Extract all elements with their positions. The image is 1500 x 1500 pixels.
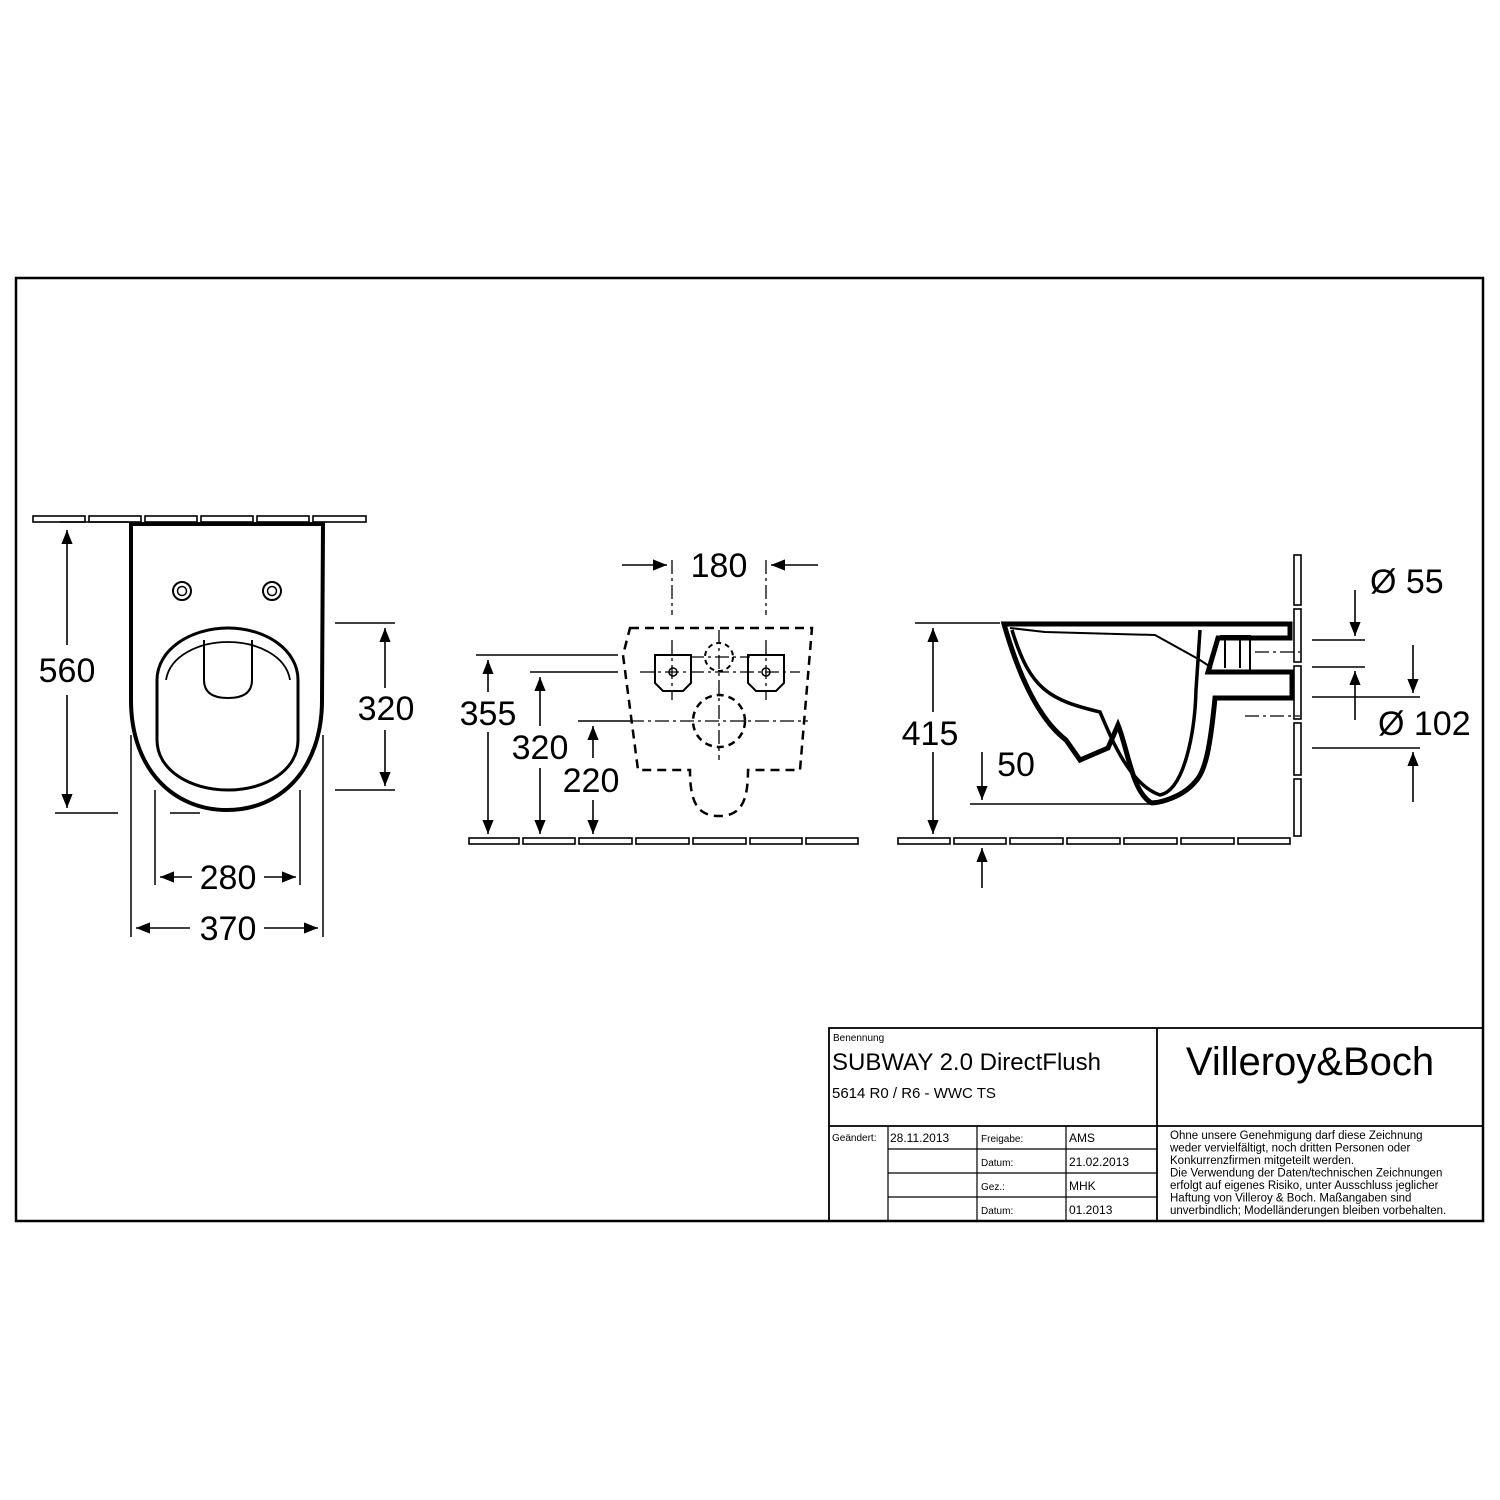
dim-fixing-distance: 180 bbox=[691, 547, 748, 585]
date-value-1: 21.02.2013 bbox=[1069, 1155, 1129, 1169]
fixing-hole-right bbox=[262, 581, 282, 601]
dim-inlet-diameter: Ø 55 bbox=[1370, 563, 1444, 601]
flush-channel bbox=[1009, 627, 1213, 669]
wc-side-outline bbox=[1000, 621, 1295, 806]
changed-date: 28.11.2013 bbox=[890, 1131, 949, 1145]
bowl-opening bbox=[165, 641, 291, 681]
wall-footprint-dashed bbox=[621, 626, 814, 818]
floor-hatch-side bbox=[897, 837, 1291, 845]
outlet-circle-dashed bbox=[691, 693, 747, 749]
dim-height-fixing: 320 bbox=[512, 729, 569, 767]
drawn-value: MHK bbox=[1069, 1179, 1096, 1193]
flush-outlet bbox=[203, 640, 253, 700]
dim-width: 370 bbox=[200, 910, 257, 948]
date-label-2: Datum: bbox=[981, 1206, 1013, 1217]
dim-offset: 50 bbox=[997, 746, 1035, 784]
fixing-hole-left bbox=[172, 581, 192, 601]
top-view bbox=[32, 515, 395, 937]
dim-bowl-length: 320 bbox=[358, 690, 415, 728]
dim-inner-width: 280 bbox=[200, 859, 257, 897]
bowl-inner-rim bbox=[155, 626, 300, 792]
fixing-plate-left bbox=[654, 654, 692, 692]
product-code: 5614 R0 / R6 - WWC TS bbox=[832, 1085, 996, 1102]
dim-height-inlet: 220 bbox=[563, 762, 620, 800]
wall-hatch-top bbox=[32, 515, 367, 523]
changed-label: Geändert: bbox=[832, 1133, 876, 1144]
notice-line: unverbindlich; Modelländerungen bleiben … bbox=[1170, 1205, 1446, 1217]
release-label: Freigabe: bbox=[981, 1134, 1023, 1145]
notice-line: weder vervielfältigt, noch dritten Perso… bbox=[1169, 1143, 1411, 1155]
notice-line: Konkurrenzfirmen mitgeteilt werden. bbox=[1170, 1155, 1354, 1167]
drawing-frame bbox=[14, 276, 1485, 1223]
side-view bbox=[897, 554, 1420, 888]
floor-hatch-front bbox=[468, 837, 859, 845]
notice-line: Die Verwendung der Daten/technischen Zei… bbox=[1170, 1168, 1442, 1180]
designation-label: Benennung bbox=[833, 1033, 884, 1044]
dim-height-outlet: 355 bbox=[460, 695, 517, 733]
bowl-outline bbox=[129, 522, 326, 813]
date-value-2: 01.2013 bbox=[1069, 1203, 1113, 1217]
wall-hatch-side bbox=[1293, 554, 1302, 837]
dim-length: 560 bbox=[39, 652, 96, 690]
notice-line: Ohne unsere Genehmigung darf diese Zeich… bbox=[1170, 1130, 1423, 1142]
dim-height: 415 bbox=[902, 715, 959, 753]
title-block bbox=[828, 1027, 1484, 1222]
notice-line: Haftung von Villeroy & Boch. Maßangaben … bbox=[1170, 1193, 1411, 1205]
brand-name: Villeroy&Boch bbox=[1186, 1040, 1434, 1084]
dim-outlet-diameter: Ø 102 bbox=[1378, 705, 1471, 743]
release-value: AMS bbox=[1069, 1131, 1095, 1145]
notice-line: erfolgt auf eigenes Risiko, unter Aussch… bbox=[1170, 1180, 1439, 1192]
fixing-plate-right bbox=[747, 654, 785, 692]
date-label-1: Datum: bbox=[981, 1158, 1013, 1169]
inlet-pipe bbox=[1220, 635, 1251, 672]
drawn-label: Gez.: bbox=[981, 1182, 1005, 1193]
wc-inner-bowl bbox=[1010, 629, 1202, 797]
product-name: SUBWAY 2.0 DirectFlush bbox=[832, 1049, 1101, 1076]
front-view bbox=[468, 559, 859, 845]
